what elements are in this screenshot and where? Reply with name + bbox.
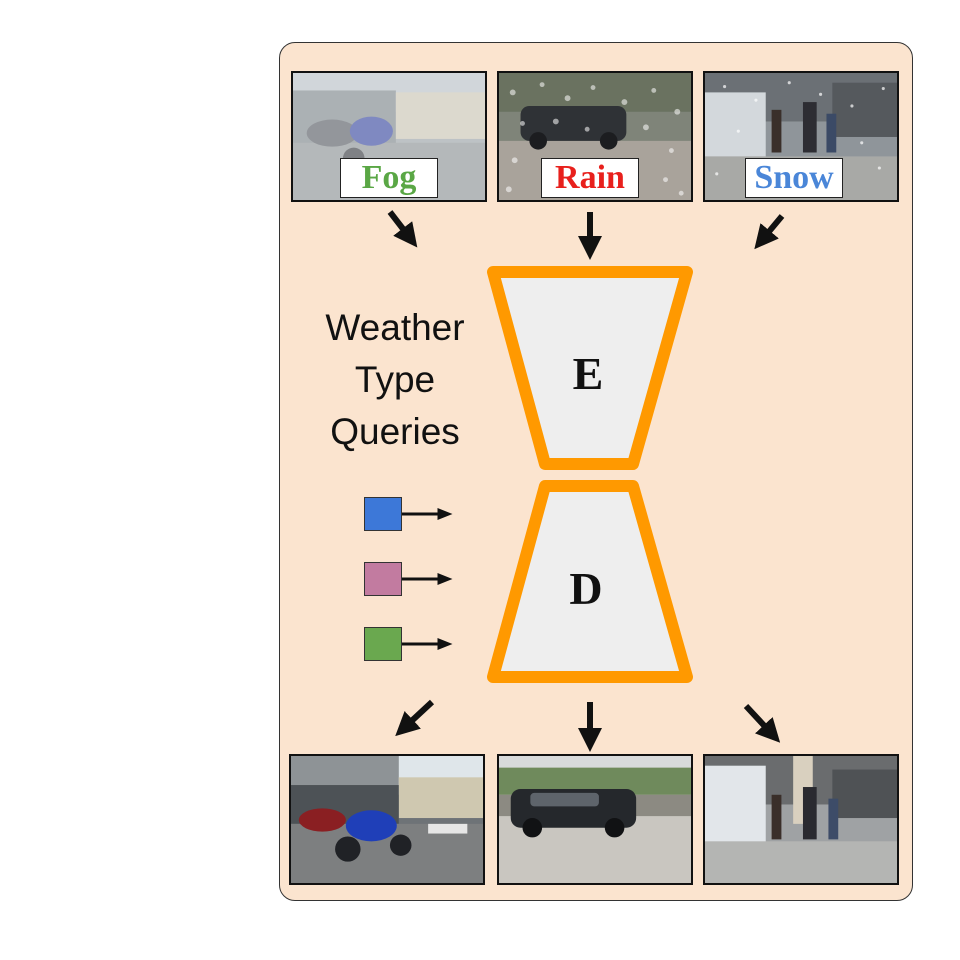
input-image-fog (291, 71, 487, 202)
arrow-decoder-to-output-right (743, 703, 781, 743)
encoder-letter: E (573, 348, 604, 399)
arrow-fog-to-encoder (387, 210, 418, 248)
arrow-snow-to-encoder (754, 214, 785, 250)
snow-label: Snow (745, 158, 843, 198)
queries-title-line: Queries (330, 411, 460, 452)
decoder-letter: D (569, 563, 602, 614)
encoder-block (487, 266, 693, 470)
output-image-street (703, 754, 899, 885)
fog-label: Fog (340, 158, 438, 198)
arrow-decoder-to-output-left (395, 699, 435, 737)
query-box-pink (364, 562, 402, 596)
query-box-blue (364, 497, 402, 531)
queries-title-line: Type (354, 359, 436, 400)
queries-title-line: Weather (325, 307, 465, 348)
decoder-block (487, 480, 693, 683)
rain-label: Rain (541, 158, 639, 198)
output-image-car (497, 754, 693, 885)
output-image-motorbikes (289, 754, 485, 885)
query-box-green (364, 627, 402, 661)
queries-title: Weather Type Queries (300, 302, 490, 458)
